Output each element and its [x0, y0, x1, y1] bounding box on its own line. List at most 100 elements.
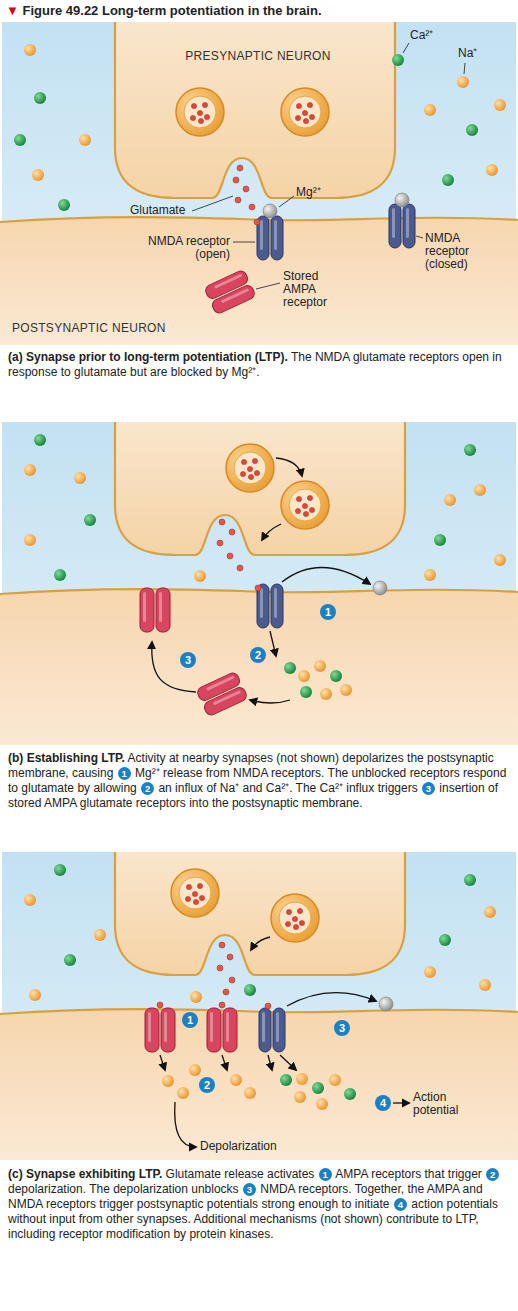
sodium-ion	[486, 164, 498, 176]
presynaptic-membrane	[115, 852, 405, 975]
ion-label: Mg²⁺	[296, 186, 321, 199]
glutamate	[265, 1003, 271, 1009]
calcium-ion	[14, 134, 26, 146]
calcium-ion	[330, 670, 342, 682]
calcium-ion	[34, 434, 46, 446]
sodium-ion	[424, 569, 436, 581]
leader-line	[192, 196, 233, 211]
leader-line	[279, 196, 294, 207]
arrow	[160, 1055, 165, 1070]
magnesium-ion	[395, 193, 409, 207]
callout-number: 4	[375, 1095, 391, 1111]
sodium-ion	[494, 99, 506, 111]
caption-run: depolarization. The depolarization unblo…	[8, 1182, 242, 1196]
arrow	[276, 458, 302, 476]
leader-line	[233, 242, 255, 243]
arrow	[250, 700, 290, 703]
sodium-ion	[479, 979, 491, 991]
glutamate	[217, 540, 223, 546]
sodium-ion	[190, 991, 202, 1003]
calcium-ion	[466, 124, 478, 136]
calcium-ion	[244, 984, 256, 996]
ampa-receptor	[204, 269, 257, 315]
sodium-ion	[294, 1091, 306, 1103]
glutamate	[227, 954, 233, 960]
presynaptic-terminal	[115, 422, 405, 555]
glutamate	[227, 553, 233, 559]
calcium-ion	[84, 514, 96, 526]
callout-number: 2	[141, 782, 154, 795]
nmda-receptor	[257, 584, 283, 628]
synaptic-vesicle	[281, 88, 329, 136]
glutamate	[219, 942, 225, 948]
sodium-ion	[320, 688, 332, 700]
sodium-ion	[79, 134, 91, 146]
sodium-ion	[29, 989, 41, 1001]
arrow	[280, 1055, 296, 1070]
magnesium-ion	[263, 204, 277, 218]
sodium-ion	[316, 1098, 328, 1110]
sodium-ion	[457, 76, 469, 88]
callout-number: 3	[422, 782, 435, 795]
arrow	[268, 1055, 272, 1070]
calcium-ion	[464, 874, 476, 886]
calcium-ion	[312, 1082, 324, 1094]
arrow	[282, 567, 370, 584]
drawing	[0, 22, 518, 1160]
arrow	[222, 1055, 227, 1070]
presynaptic-membrane	[115, 22, 395, 198]
sodium-ion	[74, 472, 86, 484]
callout-number: 2	[199, 1077, 215, 1093]
calcium-ion	[280, 1074, 292, 1086]
sodium-ion	[474, 484, 486, 496]
arrow	[152, 642, 196, 692]
glutamate	[237, 165, 243, 171]
sodium-ion	[24, 534, 36, 546]
part-label: Depolarization	[200, 1140, 277, 1153]
part-label: NMDA receptor (open)	[130, 235, 230, 261]
magnesium-ion	[373, 581, 387, 595]
calcium-ion	[64, 954, 76, 966]
region-label: PRESYNAPTIC NEURON	[168, 50, 348, 63]
glutamate	[223, 989, 229, 995]
callout-number: 2	[250, 647, 266, 663]
glutamate	[235, 197, 241, 203]
calcium-ion	[284, 662, 296, 674]
synaptic-vesicle	[271, 894, 319, 942]
sodium-ion	[94, 929, 106, 941]
ion-label: Ca²⁺	[410, 29, 433, 42]
presynaptic-membrane	[115, 422, 405, 555]
region-label: POSTSYNAPTIC NEURON	[12, 322, 166, 335]
leader-line	[256, 283, 280, 289]
ion-label: Na⁺	[458, 47, 477, 60]
synaptic-vesicle	[281, 481, 329, 529]
sodium-ion	[32, 169, 44, 181]
part-label: Stored AMPA receptor	[283, 270, 343, 309]
callout-number: 3	[334, 1020, 350, 1036]
calcium-ion	[434, 534, 446, 546]
caption-run: an influx of Na⁺ and Ca²⁺. The Ca²⁺ infl…	[155, 781, 421, 795]
glutamate	[255, 585, 261, 591]
glutamate	[249, 204, 255, 210]
sodium-ion	[329, 1074, 341, 1086]
arrow	[393, 1102, 409, 1103]
glutamate	[219, 1002, 225, 1008]
sodium-ion	[230, 1074, 242, 1086]
sodium-ion	[340, 684, 352, 696]
nmda-receptor	[259, 1008, 285, 1052]
arrow	[287, 993, 376, 1006]
sodium-ion	[424, 104, 436, 116]
glutamate	[219, 519, 225, 525]
callout-number: 1	[319, 1168, 332, 1181]
caption-heading: (a) Synapse prior to long-term potentiat…	[8, 350, 288, 364]
space	[125, 751, 128, 765]
caption-run: AMPA receptors that trigger	[333, 1167, 486, 1181]
sodium-ion	[298, 670, 310, 682]
presynaptic-terminal	[115, 852, 405, 975]
glutamate	[229, 977, 235, 983]
calcium-ion	[442, 174, 454, 186]
sodium-ion	[314, 660, 326, 672]
glutamate	[237, 565, 243, 571]
